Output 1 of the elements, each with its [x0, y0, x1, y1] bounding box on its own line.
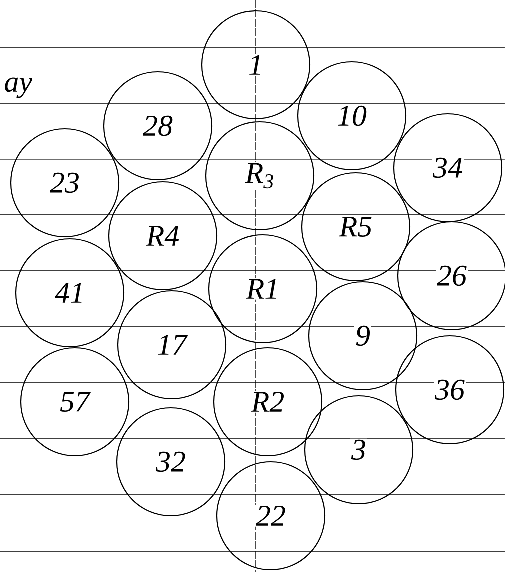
handwritten-word: ay [3, 76, 34, 100]
